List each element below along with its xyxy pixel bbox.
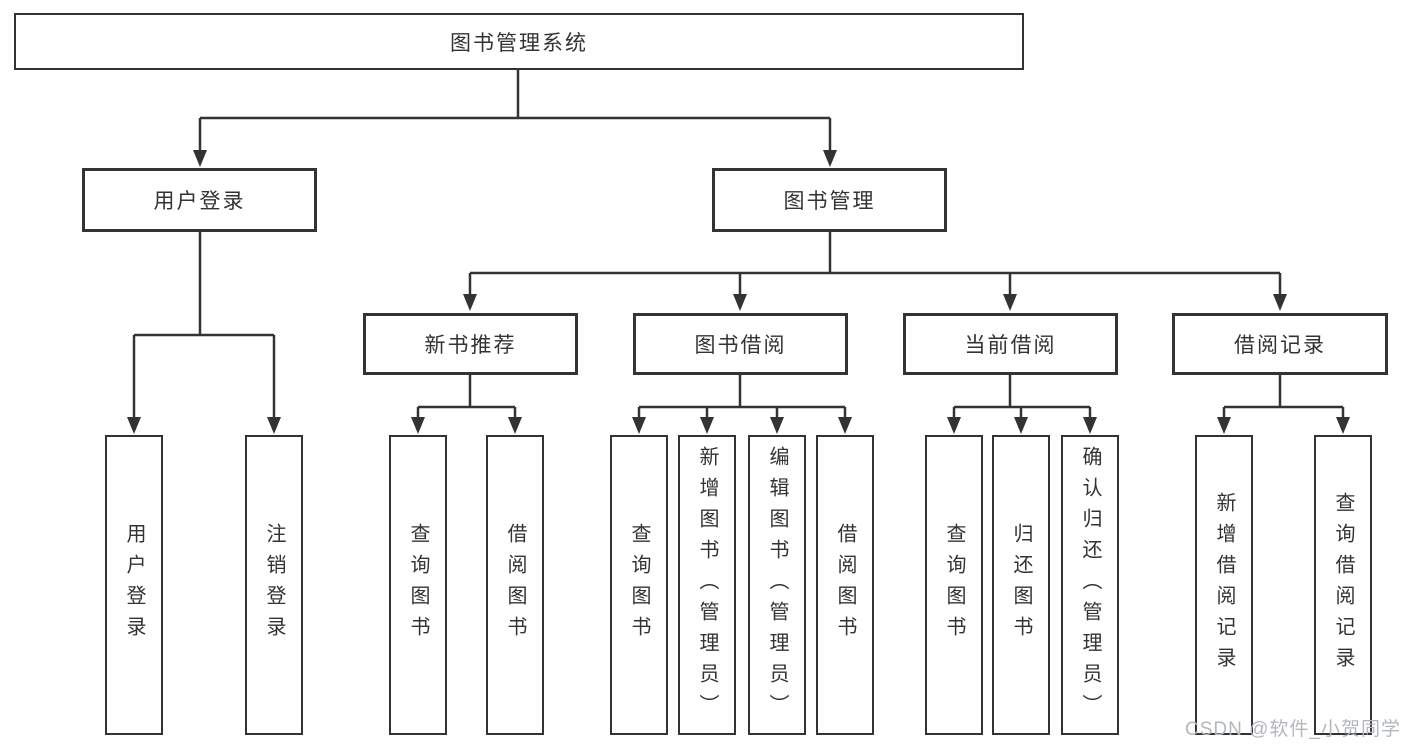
node-new-book-recommend-label: 新书推荐 [424, 334, 517, 357]
leaf-return-book: 归还图书 [992, 435, 1050, 735]
leaf-user-login: 用户登录 [105, 435, 163, 735]
node-book-borrowing-label: 图书借阅 [694, 334, 787, 357]
leaf-edit-book-admin: 编辑图书（管理员） [748, 435, 806, 735]
leaf-logout: 注销登录 [245, 435, 303, 735]
leaf-add-book-admin: 新增图书（管理员） [678, 435, 736, 735]
leaf-query-book-current-label: 查询图书 [943, 523, 965, 647]
leaf-query-borrow-record-label: 查询借阅记录 [1332, 492, 1354, 678]
node-current-borrowing: 当前借阅 [903, 313, 1118, 375]
leaf-confirm-return-admin: 确认归还（管理员） [1061, 435, 1119, 735]
leaf-query-book-current: 查询图书 [925, 435, 983, 735]
leaf-query-book-borrowing-label: 查询图书 [628, 523, 650, 647]
node-borrowing-records: 借阅记录 [1172, 313, 1388, 375]
leaf-user-login-label: 用户登录 [123, 523, 145, 647]
node-user-login-label: 用户登录 [153, 190, 246, 213]
node-book-management: 图书管理 [712, 168, 947, 232]
node-root-system-label: 图书管理系统 [450, 31, 588, 55]
node-book-management-label: 图书管理 [783, 190, 876, 213]
leaf-borrow-book-recommend: 借阅图书 [486, 435, 544, 735]
node-borrowing-records-label: 借阅记录 [1234, 334, 1326, 357]
node-root-system: 图书管理系统 [14, 13, 1024, 70]
csdn-watermark: CSDN @软件_小贺同学 [1185, 719, 1401, 740]
leaf-add-book-admin-label: 新增图书（管理员） [696, 445, 718, 725]
leaf-add-borrow-record-label: 新增借阅记录 [1213, 492, 1235, 678]
leaf-query-book-recommend-label: 查询图书 [407, 523, 429, 647]
node-user-login: 用户登录 [82, 168, 317, 232]
node-new-book-recommend: 新书推荐 [363, 313, 578, 375]
leaf-logout-label: 注销登录 [263, 523, 285, 647]
leaf-borrow-book-label: 借阅图书 [834, 523, 856, 647]
leaf-borrow-book-recommend-label: 借阅图书 [504, 523, 526, 647]
leaf-query-book-borrowing: 查询图书 [610, 435, 668, 735]
leaf-edit-book-admin-label: 编辑图书（管理员） [766, 445, 788, 725]
leaf-query-borrow-record: 查询借阅记录 [1314, 435, 1372, 735]
leaf-borrow-book: 借阅图书 [816, 435, 874, 735]
leaf-confirm-return-admin-label: 确认归还（管理员） [1079, 445, 1101, 725]
leaf-query-book-recommend: 查询图书 [389, 435, 447, 735]
leaf-return-book-label: 归还图书 [1010, 523, 1032, 647]
node-book-borrowing: 图书借阅 [633, 313, 848, 375]
leaf-add-borrow-record: 新增借阅记录 [1195, 435, 1253, 735]
node-current-borrowing-label: 当前借阅 [964, 334, 1057, 357]
